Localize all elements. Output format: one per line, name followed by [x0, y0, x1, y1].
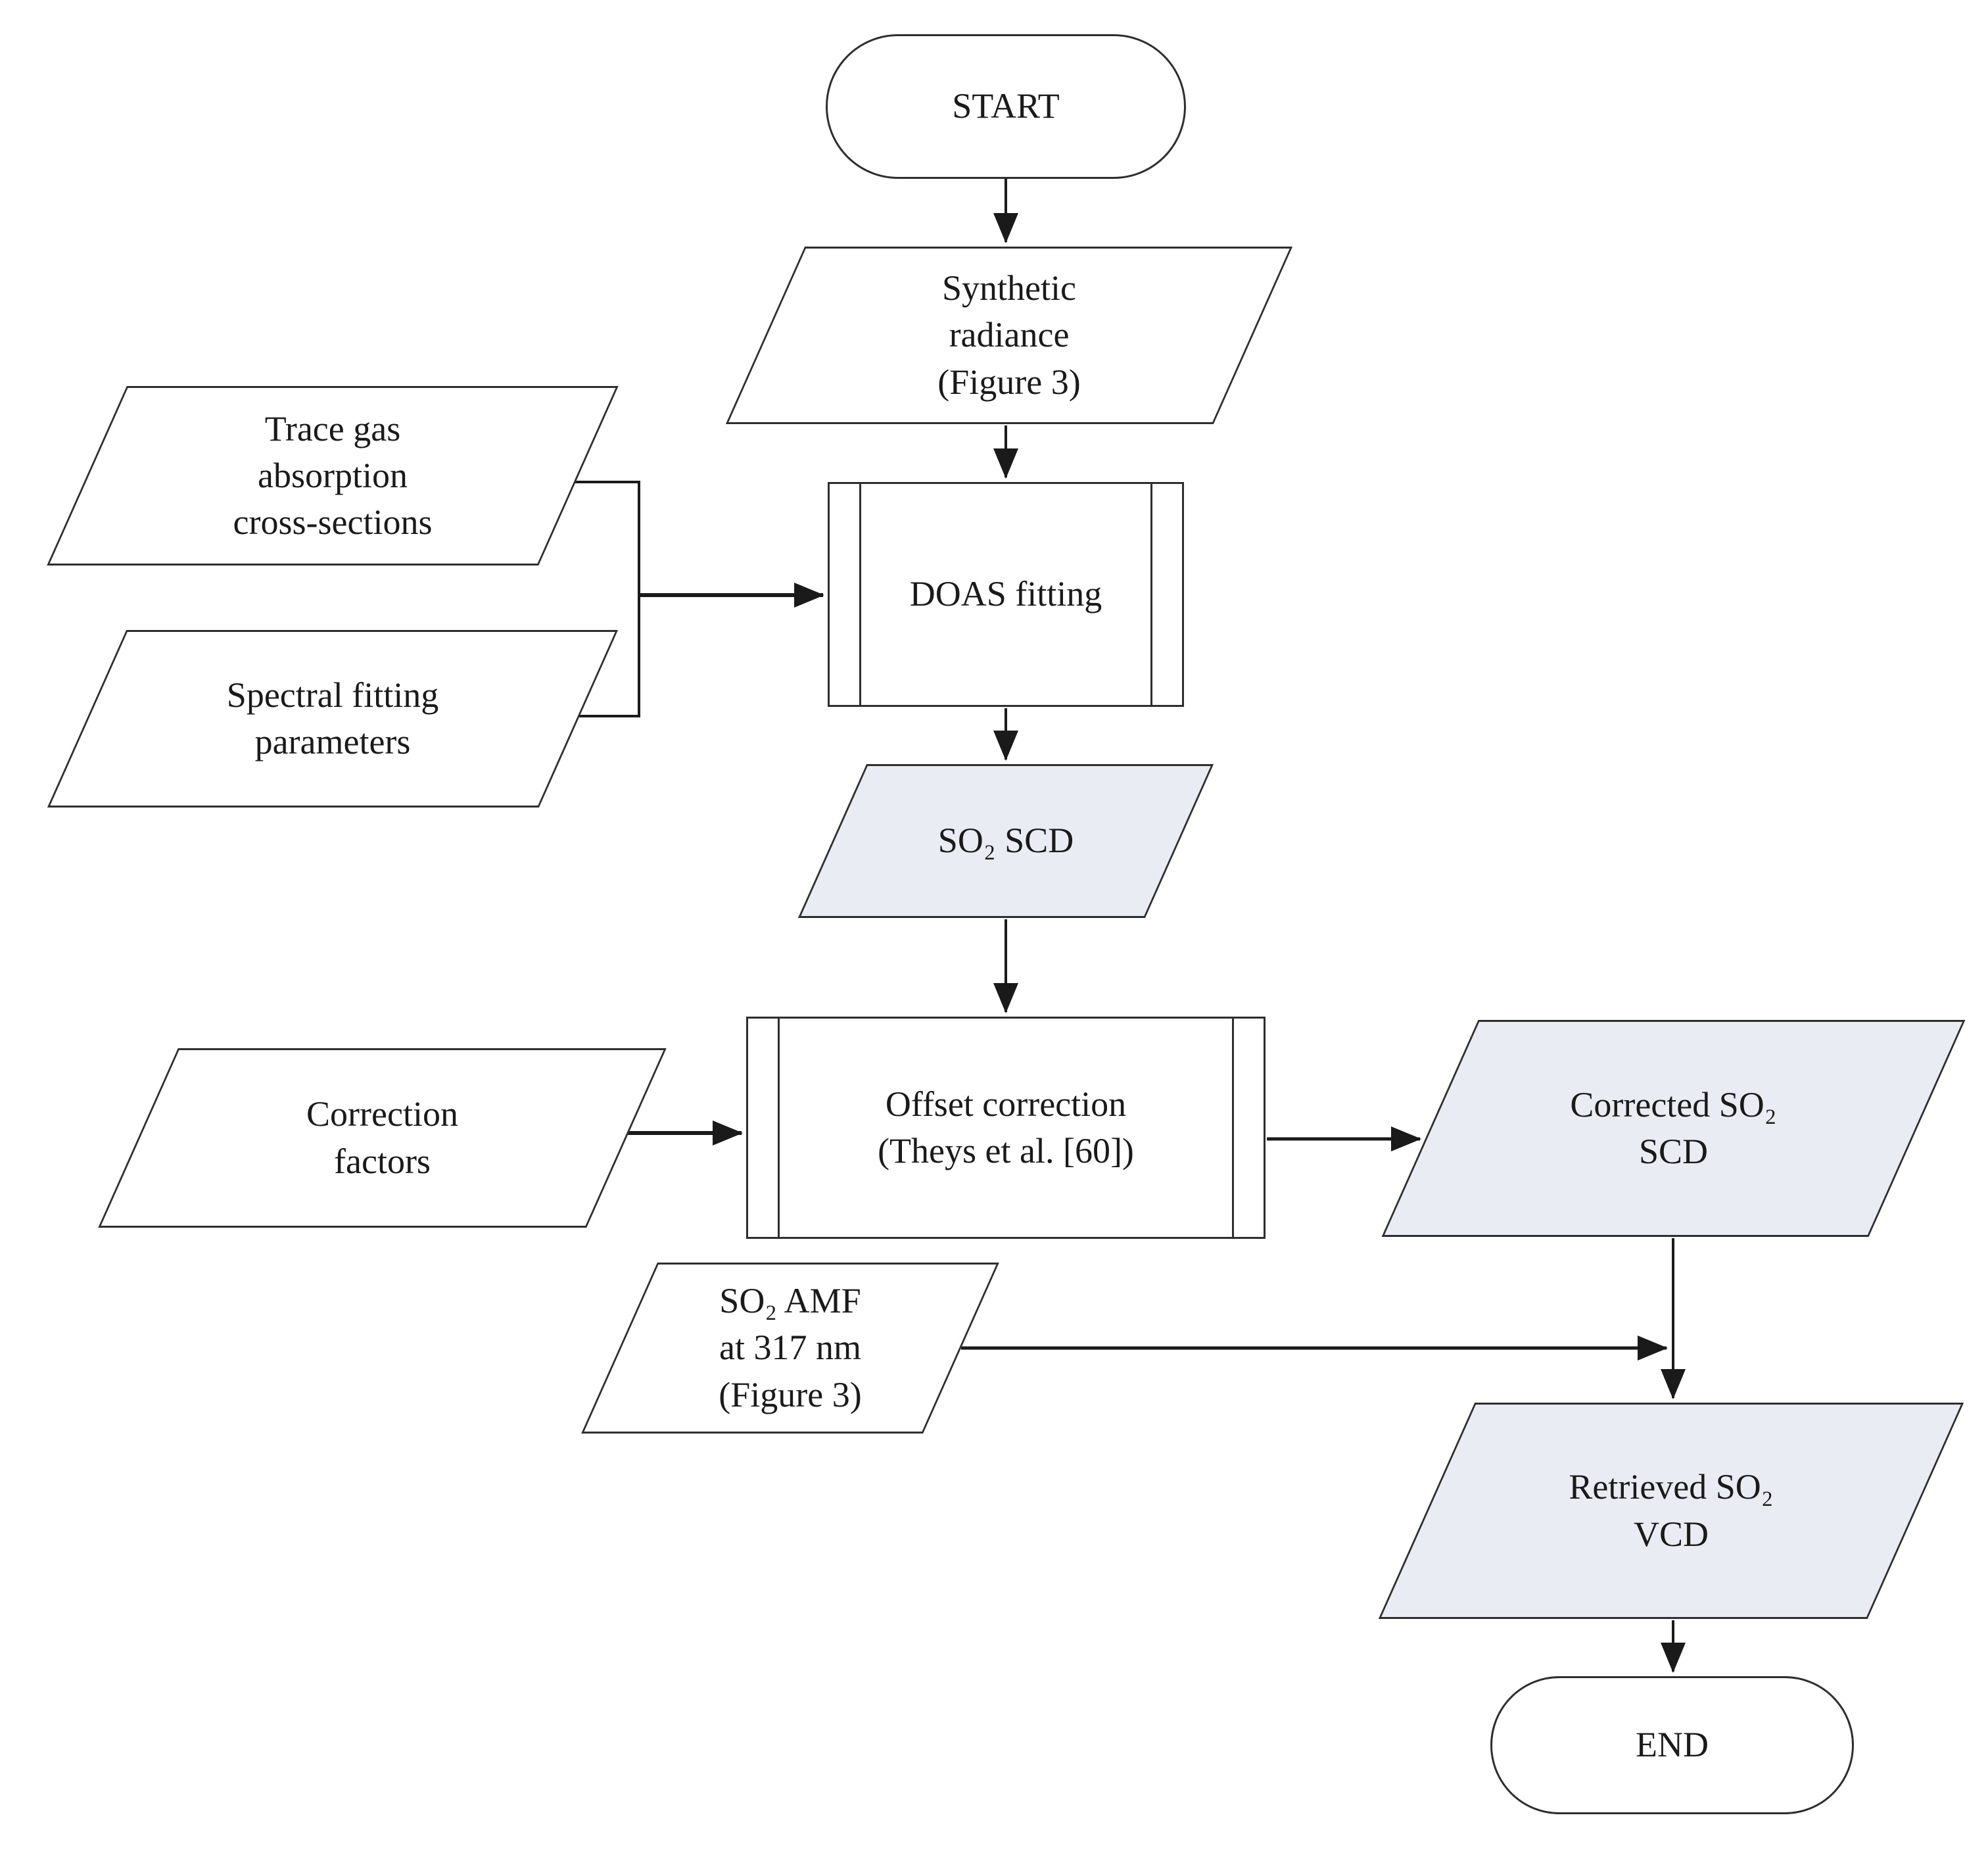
spectral-fitting-label: Spectral fitting parameters: [226, 675, 439, 761]
correction-factors-label: Correction factors: [306, 1094, 458, 1181]
so2-amf-label: SO₂ AMF at 317 nm (Figure 3): [719, 1281, 862, 1414]
start-node: START: [826, 34, 1186, 179]
trace-gas-label: Trace gas absorption cross-sections: [233, 408, 433, 543]
end-label: END: [1636, 1725, 1709, 1765]
offset-correction-label: Offset correction (Theys et al. [60]): [878, 1084, 1134, 1170]
offset-right-bar: [1232, 1019, 1234, 1237]
offset-left-bar: [778, 1019, 780, 1237]
so2-scd-node: SO₂ SCD: [797, 764, 1214, 918]
so2-amf-node: SO₂ AMF at 317 nm (Figure 3): [581, 1263, 999, 1434]
offset-correction-node: Offset correction (Theys et al. [60]): [746, 1017, 1266, 1239]
correction-factors-node: Correction factors: [98, 1048, 667, 1228]
retrieved-so2-vcd-node: Retrieved SO₂ VCD: [1378, 1403, 1964, 1619]
doas-fitting-label: DOAS fitting: [909, 574, 1102, 614]
synthetic-radiance-label: Synthetic radiance (Figure 3): [937, 268, 1081, 402]
corrected-so2-scd-label: Corrected SO₂ SCD: [1570, 1084, 1777, 1171]
doas-fitting-process-shape: [828, 482, 1184, 707]
bracket-inputs-join: [575, 481, 640, 717]
start-label: START: [952, 86, 1060, 126]
end-node: END: [1490, 1676, 1854, 1814]
doas-left-bar: [859, 484, 861, 705]
retrieved-so2-vcd-label: Retrieved SO₂ VCD: [1569, 1467, 1774, 1554]
corrected-so2-scd-node: Corrected SO₂ SCD: [1381, 1020, 1966, 1237]
spectral-fitting-node: Spectral fitting parameters: [47, 630, 619, 808]
start-terminator-shape: [826, 34, 1186, 179]
doas-fitting-node: DOAS fitting: [828, 482, 1184, 707]
end-terminator-shape: [1490, 1676, 1854, 1814]
trace-gas-node: Trace gas absorption cross-sections: [47, 386, 619, 566]
so2-scd-label: SO₂ SCD: [937, 821, 1074, 861]
offset-correction-process-shape: [746, 1017, 1266, 1239]
doas-right-bar: [1150, 484, 1152, 705]
synthetic-radiance-node: Synthetic radiance (Figure 3): [725, 247, 1293, 424]
